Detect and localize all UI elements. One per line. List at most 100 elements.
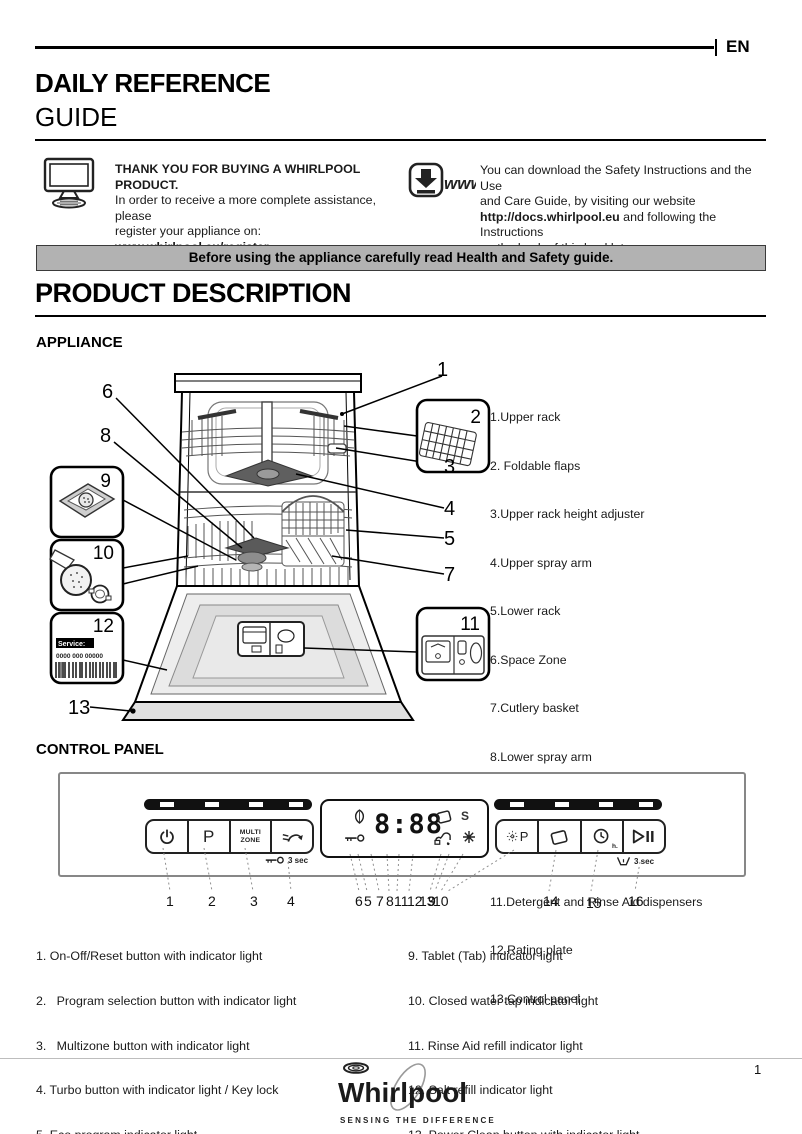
panel-callout-12: 12 [407,893,423,909]
legend-item: 11. Rinse Aid refill indicator light [408,1038,583,1053]
indicator-slot [639,802,653,807]
key-lock-hint-label: 3 sec [288,856,309,865]
thank-you-line1: In order to receive a more complete assi… [115,193,377,223]
multizone-button: MULTI ZONE [231,821,273,852]
drain-icon [616,857,631,866]
indicator-slot [205,802,219,807]
thank-you-line2: register your appliance on: [115,224,262,239]
indicator-slot [289,802,303,807]
callout-13: 13 [68,697,90,719]
callout-8: 8 [100,425,111,447]
power-clean-label: P [519,829,529,844]
key-icon [265,856,284,864]
panel-callout-14: 14 [543,893,559,909]
legend-item: 2. Program selection button with indicat… [36,993,297,1008]
footer-rule [0,1058,802,1059]
indicator-lightbar-left [144,799,312,810]
sparkle-icon [506,830,518,843]
part-item: 8.Lower spray arm [490,749,592,764]
panel-callout-13: 13 [419,893,435,909]
legend-right: 9. Tablet (Tab) indicator light 10. Clos… [408,919,778,1134]
download-line2: and Care Guide, by visiting our website [480,194,696,209]
tablet-button [539,821,582,852]
callout-1: 1 [437,360,448,381]
service-label: Service: [58,641,85,648]
thank-you-text: THANK YOU FOR BUYING A WHIRLPOOL PRODUCT… [115,162,405,256]
part-item: 11.Detergent and Rinse Aid dispensers [490,895,703,909]
tablet-indicator-icon [436,810,452,824]
salt-indicator-icon: S [461,809,470,823]
play-pause-icon [633,829,654,844]
display: 8:88 S [320,799,489,858]
part-item: 7.Cutlery basket [490,701,579,716]
page-number: 1 [754,1062,762,1077]
part-item: 4.Upper spray arm [490,555,592,570]
on-off-button [147,821,189,852]
whirlpool-logo: Whirlpool [338,1062,467,1111]
turbo-button [272,821,312,852]
part-item: 3.Upper rack height adjuster [490,507,645,522]
brand-wordmark: Whirlpool [338,1077,467,1108]
panel-callout-11: 11 [394,893,409,909]
panel-callout-4: 4 [287,893,295,909]
inset-salt-reservoir: 10 [49,538,125,612]
inset-foldable-flaps: 2 [415,398,491,474]
rating-plate-digits: 0000 000 00000 [56,653,103,660]
inset-filter-assembly: 9 [49,465,125,539]
download-line1: You can download the Safety Instructions… [480,163,752,193]
inset-dispensers: 11 [415,606,491,682]
callout-4: 4 [444,498,455,520]
panel-callout-6: 6 [355,893,363,909]
button-group-right: P h. [495,819,666,854]
panel-callout-1: 1 [166,893,174,909]
rinse-aid-indicator-icon [463,831,475,843]
download-line3-rest: and following the Instructions [480,209,717,240]
part-item: 1.Upper rack [490,410,561,425]
callout-3: 3 [444,456,455,478]
panel-callout-5: 5 [364,893,372,909]
legend-item: 3. Multizone button with indicator light [36,1038,250,1053]
callout-2: 2 [470,407,481,428]
panel-callout-16: 16 [628,893,644,909]
turbo-icon [282,833,303,842]
brand-tagline: SENSING THE DIFFERENCE [340,1116,496,1125]
multizone-label-line2: ZONE [240,836,261,844]
power-clean-button: P [497,821,540,852]
panel-callout-15: 15 [586,895,602,911]
legend-item: 1. On-Off/Reset button with indicator li… [36,948,263,963]
legend-item: 4. Turbo button with indicator light / K… [36,1083,279,1098]
delay-clock-icon [593,828,609,843]
eco-leaf-icon [354,809,365,824]
power-icon [160,828,174,844]
indicator-slot [555,802,569,807]
panel-callout-9: 9 [428,893,436,909]
program-button: P [189,821,231,852]
legend-item: 5. Eco program indicator light [36,1128,396,1134]
control-panel-figure: P MULTI ZONE 3 [58,772,746,877]
panel-callout-10: 10 [433,893,449,909]
callout-7: 7 [444,564,455,586]
doc-title-line2: GUIDE [35,102,118,132]
language-tag: EN [726,37,750,56]
indicator-slot [160,802,174,807]
indicator-lightbar-right [494,799,662,810]
panel-callout-8: 8 [386,893,394,909]
start-pause-button [624,821,664,852]
control-panel-heading: CONTROL PANEL [36,741,164,758]
panel-callout-3: 3 [250,893,258,909]
callout-10: 10 [93,543,114,564]
header-rule-tick [715,39,717,56]
safety-banner: Before using the appliance carefully rea… [36,245,766,271]
part-item: 5.Lower rack [490,604,561,619]
button-group-left: P MULTI ZONE [145,819,314,854]
panel-leader-lines [162,848,641,892]
thank-you-bold: THANK YOU FOR BUYING A WHIRLPOOL PRODUCT… [115,162,361,192]
legend-item: 13. Power Clean button with indicator li… [408,1128,778,1134]
tablet-icon [550,829,568,845]
section-heading-product-description: PRODUCT DESCRIPTION [35,278,352,308]
indicator-slot [249,802,263,807]
section-rule [35,315,766,317]
title-rule [35,139,766,141]
appliance-diagram: 2 9 10 [49,360,491,721]
